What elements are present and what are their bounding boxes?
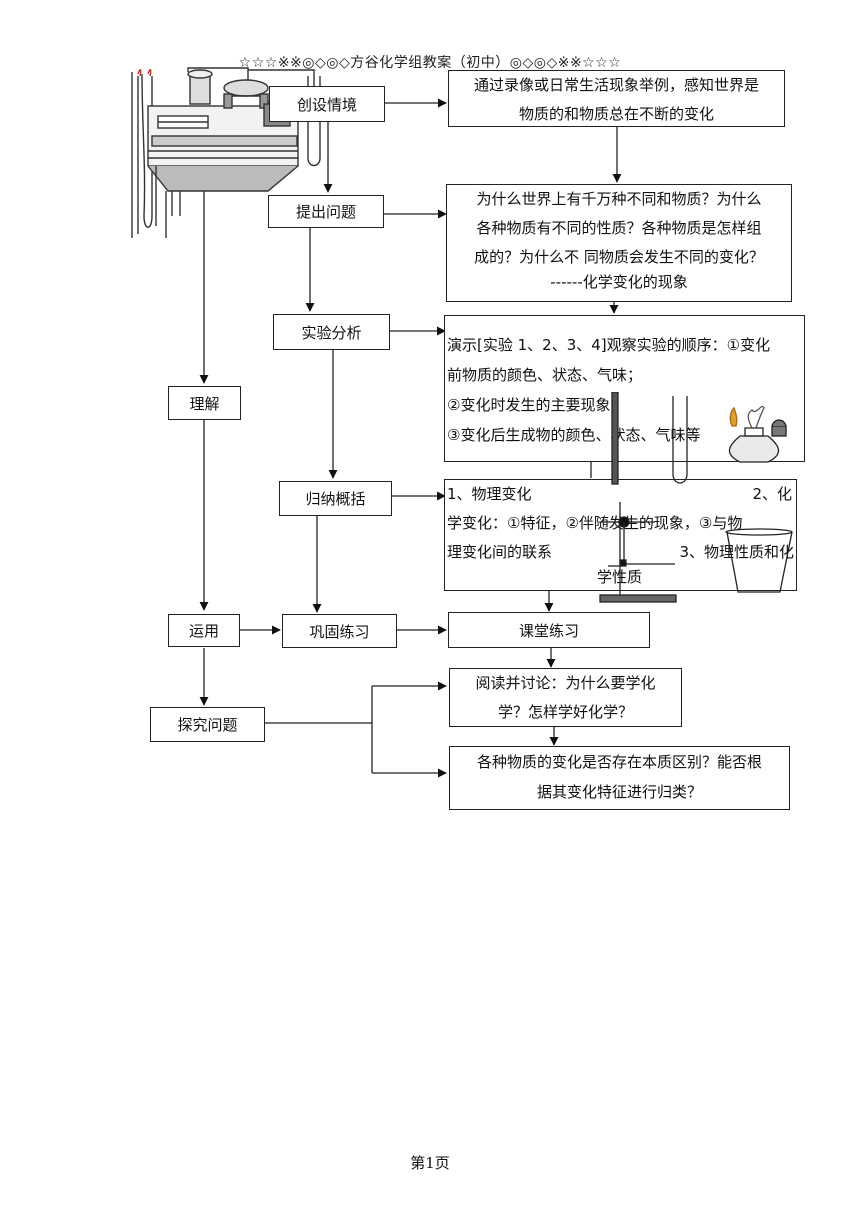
node-explore: 探究问题 bbox=[150, 707, 265, 742]
node-create-situation: 创设情境 bbox=[269, 86, 385, 122]
node-experiment-analysis: 实验分析 bbox=[273, 314, 390, 350]
r1-line-2: 物质的和物质总在不断的变化 bbox=[518, 105, 714, 123]
read-line-1: 阅读并讨论：为什么要学化 bbox=[475, 674, 656, 692]
lab-equipment-illustration bbox=[590, 392, 793, 603]
node-understand-label: 理解 bbox=[189, 394, 220, 413]
r4-properties: 3、物理性质和化 bbox=[679, 543, 794, 561]
page-number: 第1页 bbox=[410, 1154, 450, 1172]
node-class-practice: 课堂练习 bbox=[448, 612, 650, 648]
page-header: ☆☆☆※※◎◇◎◇方谷化学组教案（初中）◎◇◎◇※※☆☆☆ bbox=[238, 55, 622, 71]
r4-relation: 理变化间的联系 bbox=[447, 543, 553, 561]
node-ask-label: 提出问题 bbox=[295, 203, 356, 221]
node-summarize: 归纳概括 bbox=[279, 481, 392, 516]
node-understand: 理解 bbox=[168, 386, 241, 420]
r3-line-1: 演示[实验 1、2、3、4]观察实验的顺序：①变化 bbox=[447, 336, 771, 354]
read-line-2: 学？怎样学好化学？ bbox=[497, 703, 633, 721]
node-create-label: 创设情境 bbox=[296, 95, 357, 114]
node-read-discuss: 阅读并讨论：为什么要学化 学？怎样学好化学？ bbox=[449, 668, 682, 727]
question-line-2: 据其变化特征进行归类？ bbox=[536, 783, 702, 801]
r2-line-2: 各种物质有不同的性质？各种物质是怎样组 bbox=[476, 219, 762, 237]
r2-line-3: 成的？为什么不 同物质会发生不同的变化？ bbox=[474, 248, 764, 266]
r2-line-1: 为什么世界上有千万种不同和物质？为什么 bbox=[476, 190, 762, 208]
node-consolidate: 巩固练习 bbox=[282, 614, 397, 648]
node-essential-difference: 各种物质的变化是否存在本质区别？能否根 据其变化特征进行归类？ bbox=[449, 746, 790, 810]
r3-line-3: ②变化时发生的主要现象； bbox=[447, 396, 626, 414]
r3-line-4: ③变化后生成物的颜色、状态、气味等 bbox=[447, 426, 701, 444]
node-apply-label: 运用 bbox=[188, 622, 219, 640]
node-apply: 运用 bbox=[168, 614, 240, 647]
node-summarize-label: 归纳概括 bbox=[305, 490, 366, 508]
practice-label: 课堂练习 bbox=[518, 621, 579, 640]
node-experiment-label: 实验分析 bbox=[301, 323, 362, 342]
r1-line-1: 通过录像或日常生活现象举例，感知世界是 bbox=[473, 76, 759, 94]
node-ask-question: 提出问题 bbox=[268, 195, 384, 228]
r2-line-4: ------化学变化的现象 bbox=[550, 273, 688, 291]
node-r2-questions: 为什么世界上有千万种不同和物质？为什么 各种物质有不同的性质？各种物质是怎样组 … bbox=[446, 184, 792, 302]
r3-line-2: 前物质的颜色、状态、气味； bbox=[447, 366, 643, 384]
r4-chem-change-start: 2、化 bbox=[752, 485, 792, 503]
r4-line-2: 学变化：①特征，②伴随发生的现象，③与物 bbox=[447, 514, 743, 532]
node-consolidate-label: 巩固练习 bbox=[309, 622, 370, 641]
node-r1-perceive: 通过录像或日常生活现象举例，感知世界是 物质的和物质总在不断的变化 bbox=[448, 70, 785, 127]
r4-physical-change: 1、物理变化 bbox=[447, 485, 532, 503]
question-line-1: 各种物质的变化是否存在本质区别？能否根 bbox=[476, 753, 762, 771]
node-explore-label: 探究问题 bbox=[177, 716, 238, 734]
